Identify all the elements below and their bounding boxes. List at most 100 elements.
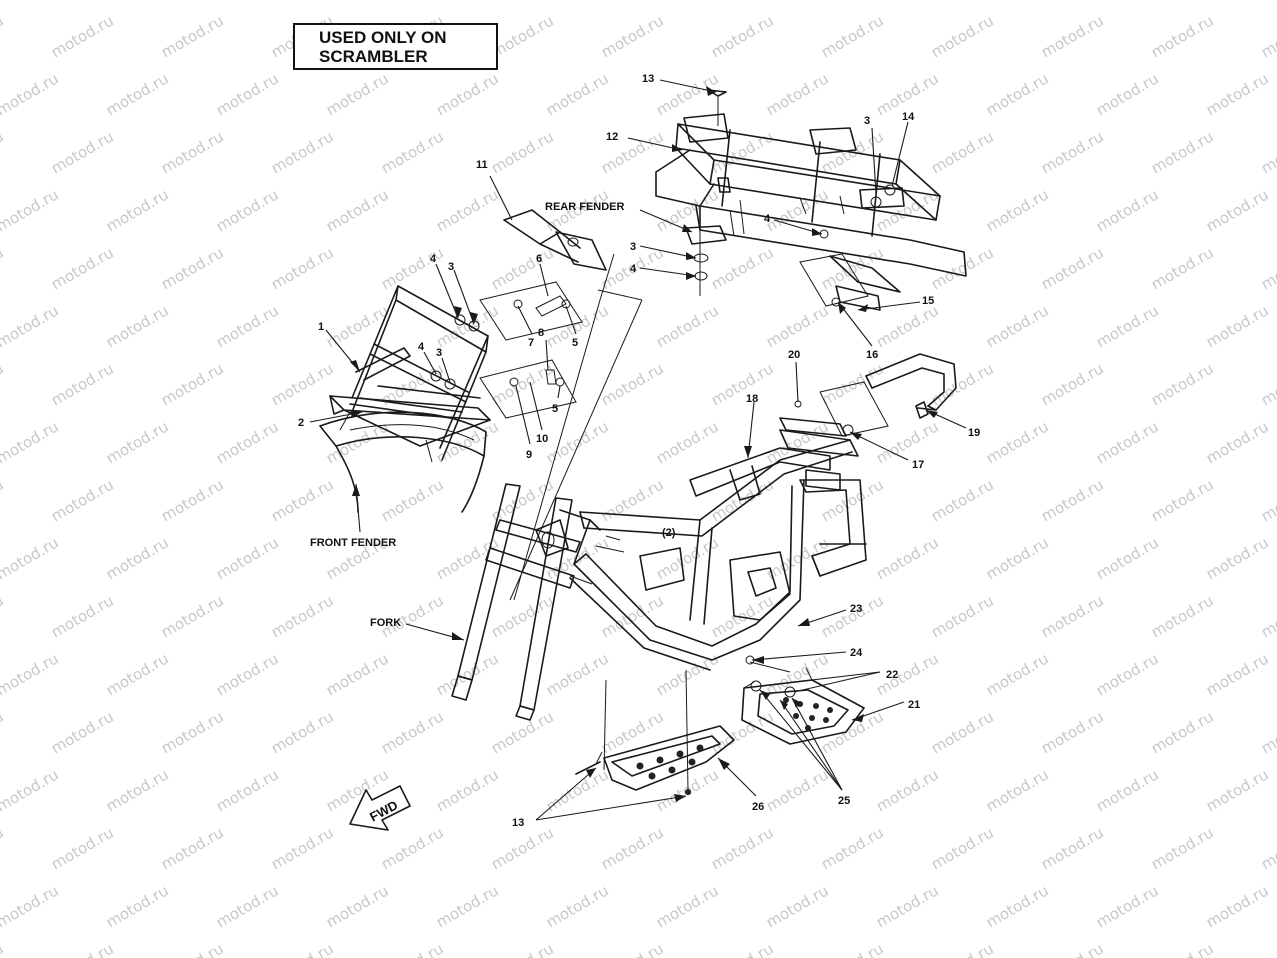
watermark-text: motod.ru [983, 185, 1052, 235]
watermark-text: motod.ru [1148, 707, 1217, 757]
watermark-text: motod.ru [1203, 185, 1272, 235]
watermark-text: motod.ru [323, 185, 392, 235]
watermark-text: motod.ru [0, 533, 62, 583]
watermark-text: motod.ru [1203, 417, 1272, 467]
watermark-text: motod.ru [378, 243, 447, 293]
watermark-text: motod.ru [0, 765, 62, 815]
watermark-text: motod.ru [488, 591, 557, 641]
watermark-text: motod.ru [763, 765, 832, 815]
watermark-text: motod.ru [488, 11, 557, 61]
watermark-text: motod.ru [1258, 243, 1277, 293]
watermark-text: motod.ru [0, 707, 7, 757]
watermark-text: motod.ru [48, 475, 117, 525]
watermark-text: motod.ru [1148, 11, 1217, 61]
watermark-text: motod.ru [268, 127, 337, 177]
watermark-text: motod.ru [928, 707, 997, 757]
watermark-text: motod.ru [1258, 707, 1277, 757]
watermark-text: motod.ru [1148, 591, 1217, 641]
callout-15: 15 [922, 295, 934, 307]
notice-line-1: USED ONLY ON [319, 28, 447, 47]
callout-3-fender: 3 [630, 241, 636, 253]
watermark-text: motod.ru [1038, 127, 1107, 177]
watermark-text: motod.ru [0, 11, 7, 61]
watermark-text: motod.ru [158, 475, 227, 525]
watermark-text: motod.ru [1093, 185, 1162, 235]
watermark-text: motod.ru [1258, 11, 1277, 61]
callout-3-rear: 3 [864, 115, 870, 127]
watermark-text: motod.ru [1093, 301, 1162, 351]
watermark-text: motod.ru [268, 243, 337, 293]
watermark-text: motod.ru [158, 939, 227, 958]
watermark-text: motod.ru [818, 475, 887, 525]
watermark-text: motod.ru [983, 417, 1052, 467]
callout-12: 12 [606, 131, 618, 143]
bracket-11 [503, 209, 607, 271]
watermark-text: motod.ru [928, 11, 997, 61]
watermark-text: motod.ru [0, 0, 62, 3]
watermark-text: motod.ru [1038, 359, 1107, 409]
callout-25: 25 [838, 795, 850, 807]
watermark-text: motod.ru [488, 939, 557, 958]
watermark-text: motod.ru [928, 127, 997, 177]
callout-13-bottom: 13 [512, 817, 524, 829]
label-front-fender: FRONT FENDER [310, 537, 396, 549]
watermark-text: motod.ru [543, 417, 612, 467]
watermark-text: motod.ru [158, 591, 227, 641]
watermark-text: motod.ru [873, 301, 942, 351]
watermark-text: motod.ru [983, 649, 1052, 699]
watermark-text: motod.ru [928, 359, 997, 409]
callout-6: 6 [536, 253, 542, 265]
watermark-text: motod.ru [983, 301, 1052, 351]
watermark-text: motod.ru [213, 417, 282, 467]
watermark-text: motod.ru [1038, 591, 1107, 641]
callout-17: 17 [912, 459, 924, 471]
watermark-text: motod.ru [103, 0, 172, 3]
callout-5-upper: 5 [572, 337, 578, 349]
callout-9: 9 [526, 449, 532, 461]
watermark-text: motod.ru [213, 533, 282, 583]
notice-line-2: SCRAMBLER [319, 47, 428, 66]
watermark-text: motod.ru [213, 649, 282, 699]
watermark-text: motod.ru [268, 359, 337, 409]
watermark-text: motod.ru [928, 939, 997, 958]
watermark-text: motod.ru [48, 707, 117, 757]
watermark-text: motod.ru [1038, 707, 1107, 757]
watermark-text: motod.ru [1258, 127, 1277, 177]
watermark-text: motod.ru [873, 533, 942, 583]
watermark-text: motod.ru [763, 185, 832, 235]
watermark-text: motod.ru [983, 765, 1052, 815]
callout-4-fender: 4 [630, 263, 637, 275]
watermark-text: motod.ru [0, 591, 7, 641]
watermark-text: motod.ru [873, 185, 942, 235]
watermark-text: motod.ru [873, 765, 942, 815]
watermark-text: motod.ru [708, 939, 777, 958]
watermark-text: motod.ru [323, 881, 392, 931]
watermark-text: motod.ru [48, 359, 117, 409]
watermark-text: motod.ru [213, 0, 282, 3]
callout-21: 21 [908, 699, 920, 711]
watermark-text: motod.ru [213, 881, 282, 931]
fwd-label: FWD [367, 797, 400, 824]
front-rack [329, 285, 491, 463]
callout-2: 2 [298, 417, 304, 429]
callout-18: 18 [746, 393, 758, 405]
watermark-text: motod.ru [433, 881, 502, 931]
watermark-text: motod.ru [0, 649, 62, 699]
callout-10: 10 [536, 433, 548, 445]
watermark-text: motod.ru [0, 127, 7, 177]
watermark-text: motod.ru [708, 243, 777, 293]
watermark-text: motod.ru [1148, 359, 1217, 409]
callout-numbers: 13 12 3 14 11 3 4 4 15 16 4 3 6 1 7 5 8 … [298, 73, 980, 829]
skid-plate [595, 669, 735, 795]
watermark-text: motod.ru [543, 881, 612, 931]
watermark-text: motod.ru [48, 823, 117, 873]
watermark-text: motod.ru [378, 475, 447, 525]
watermark-text: motod.ru [213, 69, 282, 119]
watermark-text: motod.ru [1203, 69, 1272, 119]
svg-text:(2): (2) [662, 527, 676, 539]
leader-lines [309, 79, 967, 821]
watermark-text: motod.ru [1148, 475, 1217, 525]
callout-1: 1 [318, 321, 324, 333]
callout-4-lower: 4 [418, 341, 425, 353]
watermark-text: motod.ru [103, 69, 172, 119]
